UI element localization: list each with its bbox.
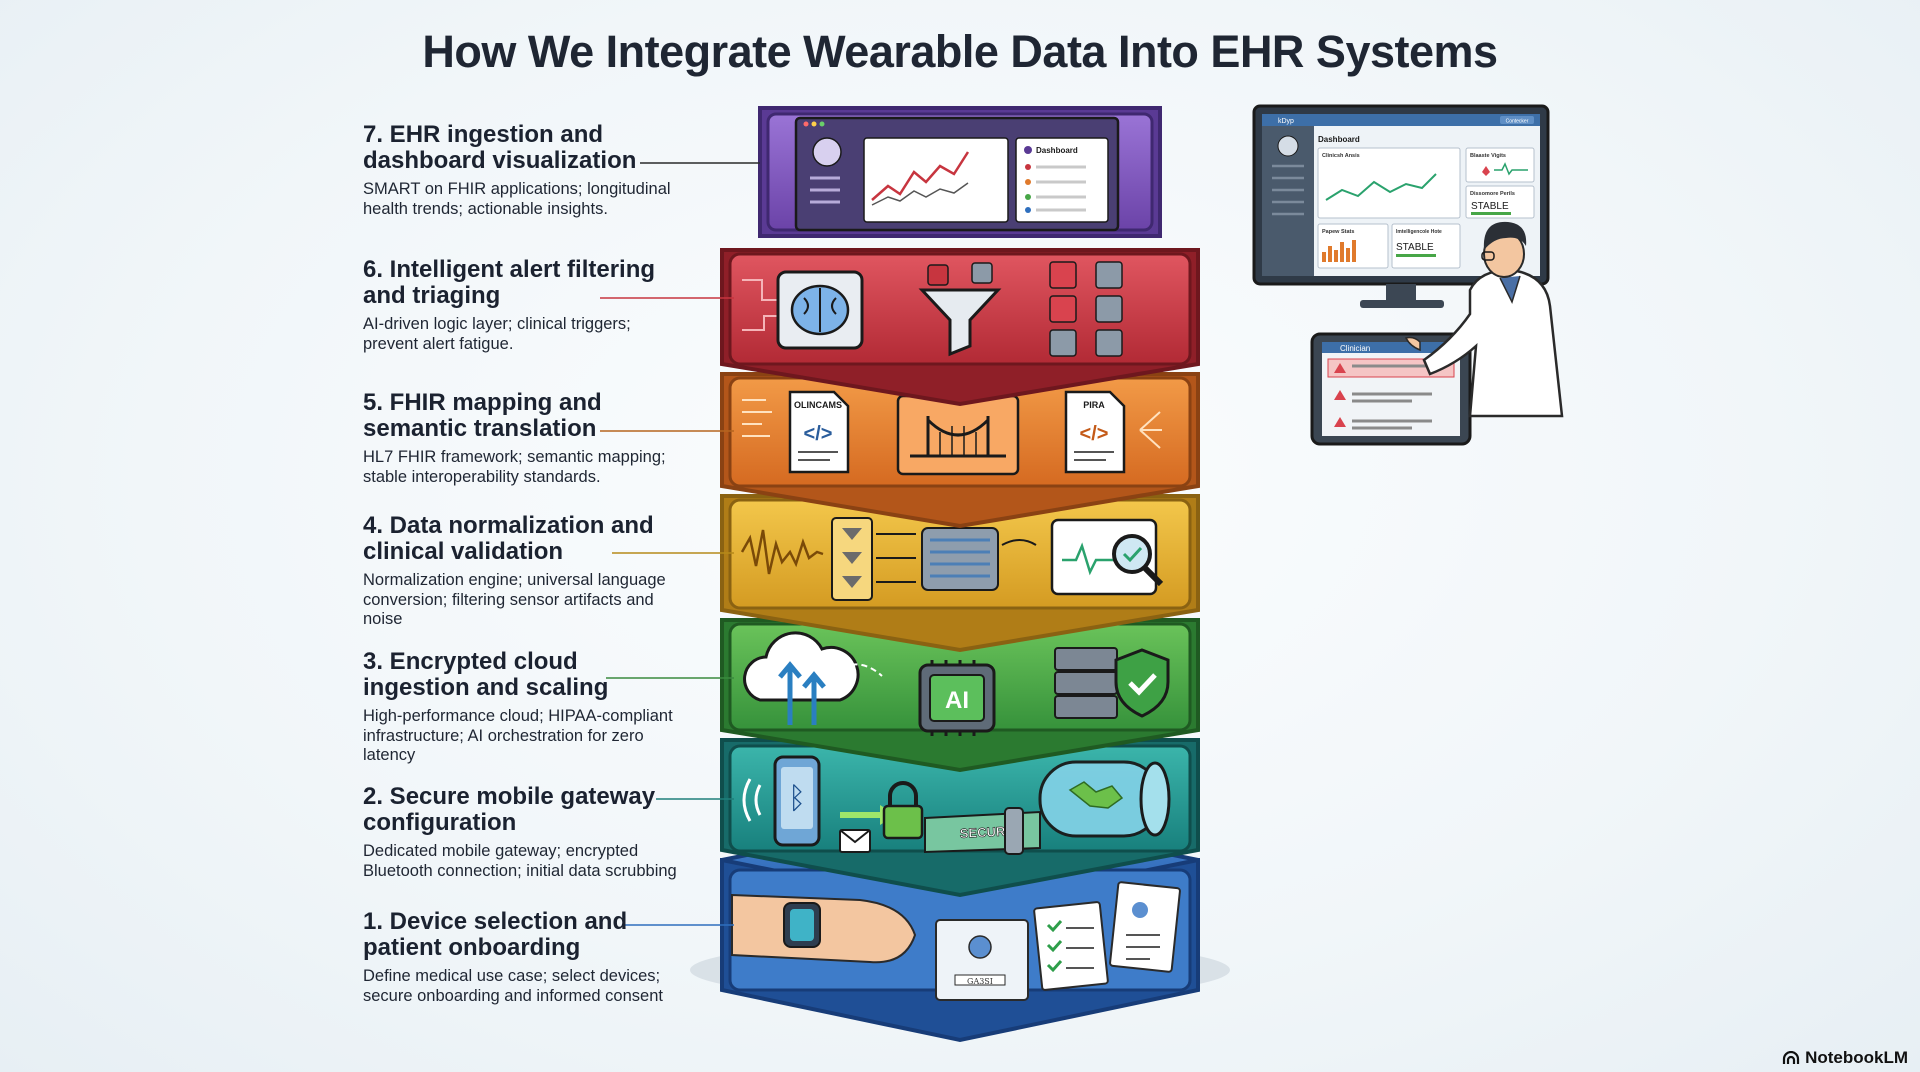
layer-5-fhir-mapping: OLINCAMS </> PIRA </> — [720, 372, 1200, 529]
waveform-icon — [740, 529, 824, 575]
step-2: 2. Secure mobile gateway configuration D… — [363, 784, 683, 881]
dashboard-chart — [863, 137, 1009, 223]
layer-7-ehr-dashboard: Dashboard — [758, 106, 1162, 238]
bluetooth-icon: ᛒ — [788, 782, 806, 815]
step-title: 2. Secure mobile gateway configuration — [363, 783, 656, 836]
file-left-text: OLINCAMS — [794, 400, 842, 410]
step-4: 4. Data normalization and clinical valid… — [363, 513, 683, 630]
step-title: 1. Device selection and patient onboardi… — [363, 908, 628, 961]
badge-field-text: GA3SI — [967, 977, 993, 986]
step-6: 6. Intelligent alert filtering and triag… — [363, 257, 683, 354]
checklist-icon — [1033, 901, 1109, 991]
code-file-icon: OLINCAMS </> — [788, 390, 850, 474]
envelope-icon — [839, 829, 871, 853]
step-description: AI-driven logic layer; clinical triggers… — [363, 315, 631, 353]
step-3: 3. Encrypted cloud ingestion and scaling… — [363, 649, 683, 766]
alert-triangle-icon — [927, 261, 1123, 357]
ai-chip-icon: AI — [918, 660, 996, 736]
ai-chip-text: AI — [945, 687, 969, 714]
step-title: 3. Encrypted cloud ingestion and scaling — [363, 648, 609, 701]
step-7: 7. EHR ingestion and dashboard visualiza… — [363, 122, 683, 219]
server-icon — [1054, 647, 1118, 719]
layer-3-cloud-ingestion: AI — [720, 618, 1200, 773]
funnel-icon — [918, 288, 1002, 357]
step-title: 4. Data normalization and clinical valid… — [363, 512, 654, 565]
step-description: Dedicated mobile gateway; encrypted Blue… — [363, 842, 677, 880]
dashboard-panel: Dashboard — [1015, 137, 1109, 223]
layer-6-alert-filtering — [720, 248, 1200, 407]
page-title: How We Integrate Wearable Data Into EHR … — [422, 26, 1498, 77]
layer-4-normalization — [720, 494, 1200, 653]
brain-icon — [776, 270, 864, 350]
step-1: 1. Device selection and patient onboardi… — [363, 909, 683, 1006]
step-title: 6. Intelligent alert filtering and triag… — [363, 256, 656, 309]
step-description: High-performance cloud; HIPAA-compliant … — [363, 707, 673, 764]
id-badge-icon: GA3SI — [935, 919, 1029, 1001]
step-description: HL7 FHIR framework; semantic mapping; st… — [363, 448, 666, 486]
step-description: SMART on FHIR applications; longitudinal… — [363, 180, 671, 218]
shield-check-icon — [1114, 648, 1170, 718]
step-description: Normalization engine; universal language… — [363, 571, 666, 628]
bridge-icon — [896, 394, 1020, 476]
profile-document-icon — [1109, 881, 1181, 973]
svg-text:</>: </> — [804, 423, 833, 445]
secure-pipe-text: SECURE — [959, 823, 1014, 841]
brand-icon — [1782, 1051, 1800, 1064]
smartwatch-icon — [731, 893, 917, 964]
code-file-icon: PIRA </> — [1064, 390, 1126, 474]
step-description: Define medical use case; select devices;… — [363, 967, 663, 1005]
magnifier-icon — [1050, 518, 1164, 596]
cloud-upload-icon — [743, 631, 860, 725]
pipe-icon: SECURE — [924, 760, 1171, 855]
filter-icon — [831, 517, 873, 601]
lock-icon — [882, 781, 924, 840]
dashboard-label: Dashboard — [1036, 146, 1078, 155]
user-icon — [812, 137, 842, 167]
connector-lines — [600, 162, 760, 926]
step-5: 5. FHIR mapping and semantic translation… — [363, 390, 683, 487]
step-title: 7. EHR ingestion and dashboard visualiza… — [363, 121, 637, 174]
step-title: 5. FHIR mapping and semantic translation — [363, 389, 602, 442]
brand-name: NotebookLM — [1805, 1048, 1908, 1067]
svg-text:</>: </> — [1080, 423, 1109, 445]
phone-icon — [773, 755, 821, 847]
brand-logo: NotebookLM — [1782, 1048, 1908, 1068]
file-right-text: PIRA — [1083, 400, 1105, 410]
